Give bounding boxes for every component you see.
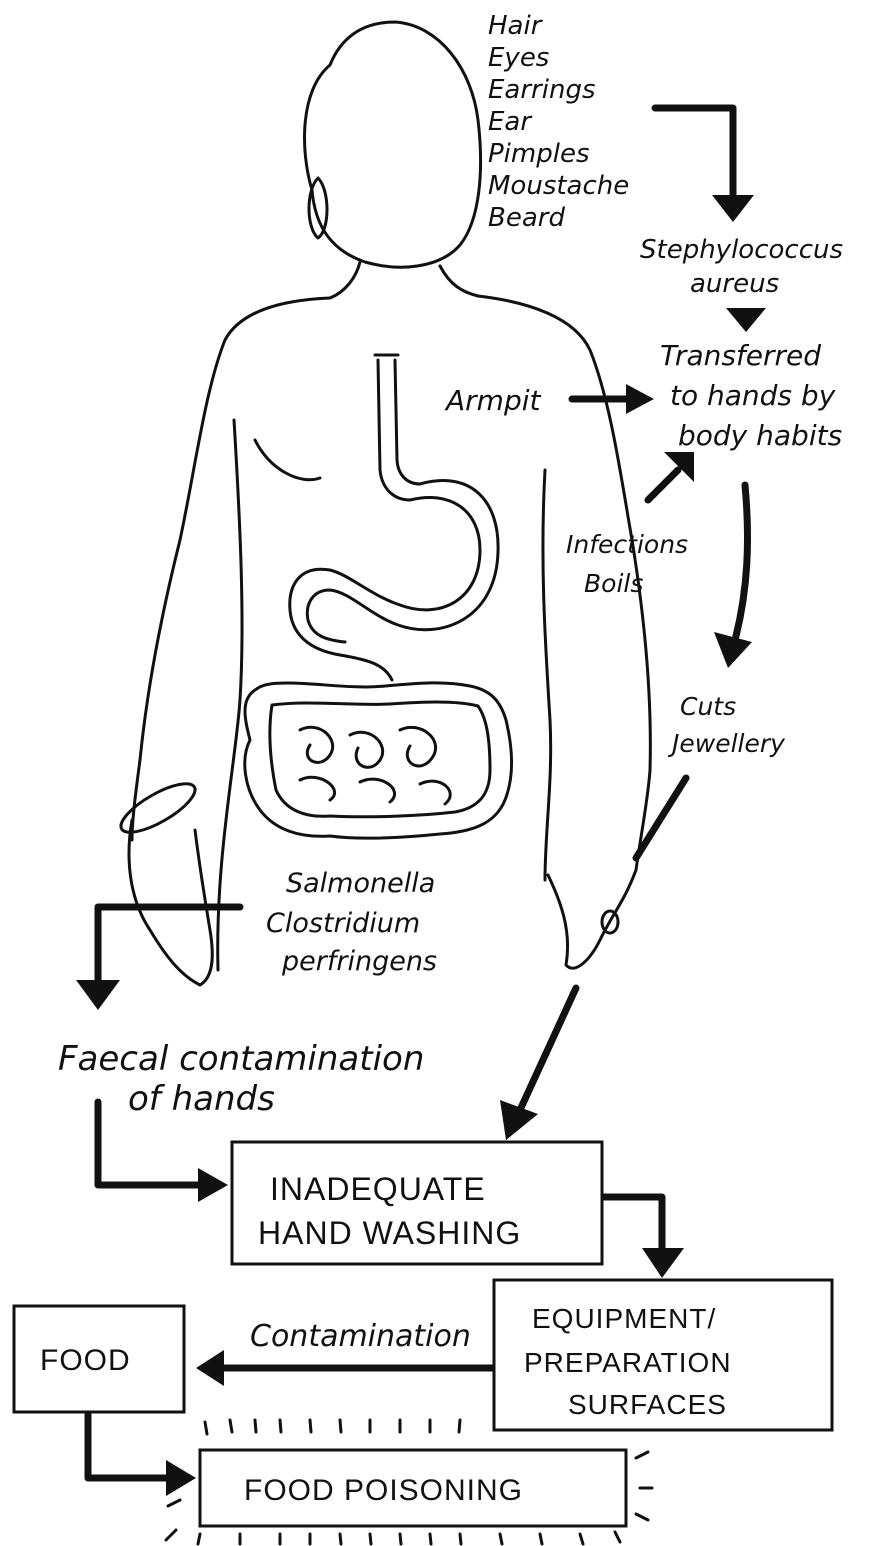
- label-faecal-line2: of hands: [128, 1079, 275, 1119]
- oesophagus: [378, 360, 420, 500]
- box-equipment-line2: PREPARATION: [524, 1347, 732, 1378]
- box-equipment: EQUIPMENT/ PREPARATION SURFACES: [494, 1280, 832, 1430]
- label-hair: Hair: [488, 11, 544, 41]
- label-boils: Boils: [584, 569, 643, 598]
- label-beard: Beard: [488, 203, 565, 233]
- label-transferred-line3: body habits: [678, 419, 842, 452]
- earring: [309, 178, 327, 238]
- stomach: [290, 481, 498, 680]
- bracelet: [115, 775, 202, 841]
- box-food-poisoning: FOOD POISONING: [166, 1420, 652, 1544]
- label-contamination: Contamination: [250, 1319, 471, 1354]
- left-arm-outline: [132, 298, 330, 840]
- arrowhead-food-to-poisoning: [166, 1460, 196, 1496]
- neck-left: [330, 262, 360, 298]
- label-clostridium: Clostridium: [266, 908, 420, 939]
- right-hand: [548, 870, 636, 968]
- arrowhead-washing-to-equipment: [642, 1248, 684, 1278]
- box-hand-washing-line1: INADEQUATE: [270, 1171, 486, 1207]
- small-intestine: [300, 727, 450, 804]
- arrow-food-to-poisoning: [88, 1414, 168, 1478]
- arrow-washing-to-equipment: [604, 1197, 662, 1252]
- box-hand-washing: INADEQUATE HAND WASHING: [232, 1142, 602, 1264]
- torso-right: [543, 470, 551, 880]
- box-equipment-line3: SURFACES: [568, 1389, 727, 1420]
- label-jewellery: Jewellery: [667, 729, 786, 758]
- chest-line: [255, 440, 320, 480]
- arrowhead-armpit: [626, 384, 654, 414]
- label-perfringens: perfringens: [281, 946, 437, 977]
- arrow-infections: [648, 470, 678, 500]
- box-hand-washing-line2: HAND WASHING: [258, 1215, 521, 1251]
- label-eyes: Eyes: [488, 43, 549, 73]
- box-food-poisoning-label: FOOD POISONING: [244, 1474, 523, 1507]
- label-transferred-line2: to hands by: [670, 379, 836, 412]
- label-earrings: Earrings: [488, 75, 596, 105]
- box-food-label: FOOD: [40, 1344, 131, 1377]
- label-salmonella: Salmonella: [286, 868, 435, 899]
- label-pimples: Pimples: [488, 139, 590, 169]
- label-ear: Ear: [488, 107, 533, 137]
- head-outline: [305, 22, 481, 267]
- label-moustache: Moustache: [488, 171, 629, 201]
- arrowhead-head-to-staph: [712, 195, 754, 222]
- arrowhead-equipment-to-food: [196, 1350, 224, 1386]
- box-equipment-line1: EQUIPMENT/: [532, 1303, 716, 1334]
- arrowhead-faecal-to-washing: [198, 1168, 228, 1202]
- arrowhead-salmonella-to-faecal: [76, 980, 120, 1010]
- label-staph-line1: Stephylococcus: [640, 235, 843, 265]
- torso-left: [218, 420, 242, 970]
- head-features-list: Hair Eyes Earrings Ear Pimples Moustache…: [488, 11, 629, 233]
- label-faecal-line1: Faecal contamination: [58, 1039, 424, 1079]
- arrow-transferred-to-cuts: [735, 485, 748, 640]
- label-infections: Infections: [566, 530, 688, 559]
- box-food: FOOD: [14, 1306, 184, 1412]
- neck-right: [440, 266, 478, 296]
- arrow-hand-to-washing: [520, 988, 576, 1110]
- left-hand: [129, 820, 212, 985]
- label-transferred-line1: Transferred: [660, 339, 821, 372]
- label-armpit: Armpit: [444, 384, 541, 417]
- label-cuts: Cuts: [680, 692, 736, 721]
- arrowhead-staph-to-transferred: [726, 308, 766, 332]
- arrowhead-transferred-to-cuts: [714, 632, 752, 668]
- label-staph-line2: aureus: [690, 269, 779, 299]
- arrow-head-to-staph: [655, 108, 733, 200]
